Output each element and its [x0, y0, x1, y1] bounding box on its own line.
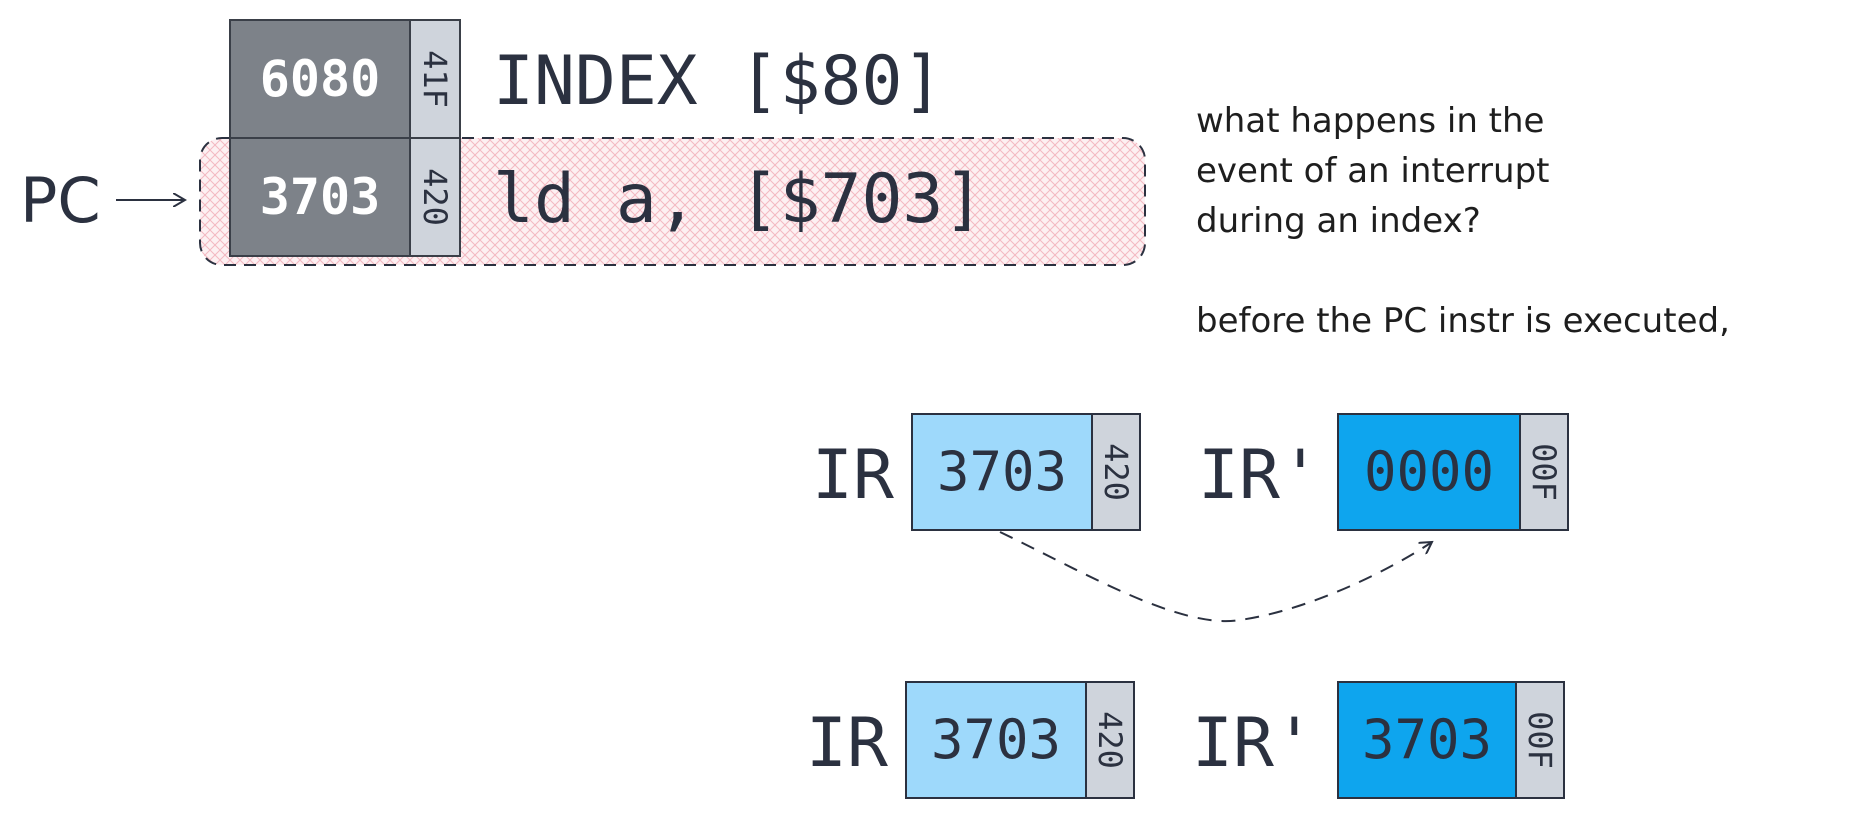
ir-prime-tag: 00F [1525, 443, 1563, 501]
pc-label: PC [20, 164, 101, 237]
ir-prime-tag-cell [1519, 413, 1569, 531]
copy-arrow [999, 531, 1432, 623]
memory-row-index: 6080 41F INDEX [$80] [229, 19, 943, 139]
note-line: event of an interrupt [1196, 151, 1549, 191]
memory-address: 41F [416, 50, 454, 108]
memory-value-cell [229, 137, 411, 257]
ir-prime-label: IR' [1198, 436, 1321, 515]
ir-prime-value-cell [1337, 413, 1521, 531]
ir-value: 3703 [931, 708, 1061, 771]
memory-value: 6080 [260, 50, 380, 108]
ir-tag: 420 [1091, 711, 1129, 769]
memory-address: 420 [416, 168, 454, 226]
before-note: before the PC instr is executed, [1196, 301, 1730, 341]
registers-after: IR 3703 420 IR' 3703 00F [806, 681, 1565, 799]
ir-tag-cell [1091, 413, 1141, 531]
ir-prime-tag: 00F [1521, 711, 1559, 769]
ir-prime-tag-cell [1515, 681, 1565, 799]
note-line: what happens in the [1196, 101, 1544, 141]
ir-prime-label: IR' [1192, 704, 1315, 783]
note-line: during an index? [1196, 201, 1481, 241]
ir-value: 3703 [937, 440, 1067, 503]
ir-tag: 420 [1097, 443, 1135, 501]
memory-address-cell [409, 137, 461, 257]
registers-before: IR 3703 420 IR' 0000 00F [812, 413, 1569, 531]
ir-value-cell [905, 681, 1087, 799]
memory-row-ld: 3703 420 ld a, [$703] [229, 137, 984, 257]
ir-tag-cell [1085, 681, 1135, 799]
ir-prime-value: 3703 [1362, 708, 1492, 771]
ir-label: IR [806, 704, 888, 783]
instruction-text: INDEX [$80] [493, 42, 943, 121]
ir-prime-value-cell [1337, 681, 1517, 799]
ir-prime-value: 0000 [1364, 440, 1494, 503]
instruction-text: ld a, [$703] [493, 160, 984, 239]
question-note: what happens in the event of an interrup… [1196, 101, 1549, 241]
memory-value-cell [229, 19, 411, 139]
memory-value: 3703 [260, 168, 380, 226]
ir-label: IR [812, 436, 894, 515]
